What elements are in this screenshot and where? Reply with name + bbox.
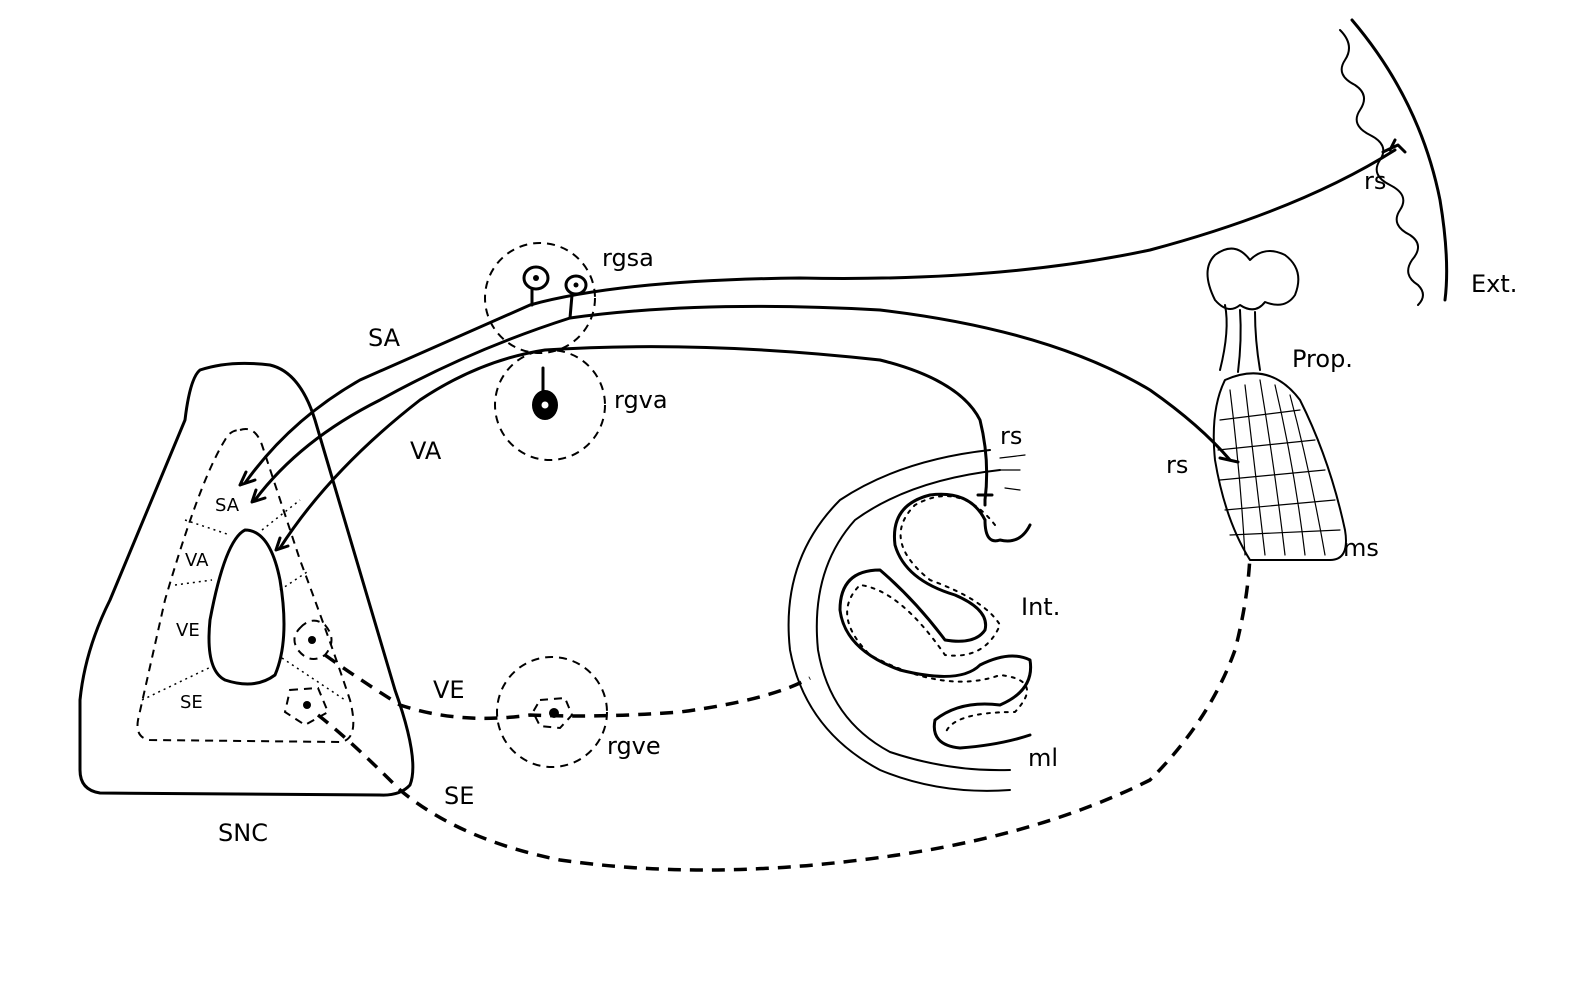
grey-matter-boundary: [136, 428, 355, 744]
visceral-afferent-pathway: [274, 345, 989, 552]
partition-ve-se-right: [281, 657, 346, 701]
label-rgva: rgva: [614, 386, 668, 414]
label-ext: Ext.: [1471, 270, 1517, 298]
skin-surface: [1350, 18, 1449, 302]
proprioceptive-afferent-pathway: [250, 304, 1232, 504]
label-rs-gut: rs: [1000, 422, 1022, 450]
label-sa-outer: SA: [368, 324, 401, 352]
intestinal-mucosa: [838, 492, 1033, 750]
ganglion-rgsa: [484, 242, 596, 354]
label-int: Int.: [1021, 593, 1060, 621]
label-rs-skin: rs: [1364, 167, 1386, 195]
skin-wavy-layer: [1339, 29, 1424, 306]
label-se-inner: SE: [180, 692, 203, 713]
label-rgve: rgve: [607, 732, 661, 760]
intestinal-wall-outer: [787, 449, 1011, 792]
muscle-belly: [1212, 372, 1347, 562]
muscle-head: [1206, 247, 1300, 311]
intestinal-wall-inner: [815, 469, 1011, 772]
labels: SNC SA VA VE SE SA VA VE SE rgsa rgva rg…: [176, 167, 1517, 847]
label-ms: ms: [1343, 534, 1379, 562]
snc-outline: [78, 361, 415, 797]
label-sa-inner: SA: [215, 495, 240, 516]
label-va-inner: VA: [185, 550, 209, 571]
partition-sa-va-right: [261, 499, 301, 531]
ganglion-rgva: [494, 349, 606, 461]
sa-ganglion-cell-1: [522, 265, 550, 307]
label-prop: Prop.: [1292, 345, 1353, 373]
ve-ganglion-cell: [531, 696, 574, 730]
partition-ve-se: [141, 664, 216, 701]
label-se-outer: SE: [444, 782, 474, 810]
central-nervous-system: [78, 361, 415, 797]
label-ve-outer: VE: [433, 676, 465, 704]
label-rgsa: rgsa: [602, 244, 654, 272]
partition-va-ve-right: [279, 569, 311, 591]
partition-sa-va: [184, 519, 231, 536]
central-canal: [207, 528, 286, 686]
label-snc: SNC: [218, 819, 268, 847]
label-ml: ml: [1028, 744, 1058, 772]
somatic-efferent-pathway: [316, 554, 1252, 872]
ganglion-rgve: [496, 656, 608, 768]
partition-va-ve: [174, 579, 213, 586]
visceral-efferent-pathway: [323, 653, 811, 721]
muscle-spindle: [1206, 247, 1347, 562]
ve-motor-neuron: [293, 619, 333, 660]
label-ve-inner: VE: [176, 620, 200, 641]
label-rs-muscle: rs: [1166, 451, 1188, 479]
skin-receptor: [1339, 18, 1449, 306]
se-motor-neuron: [283, 686, 330, 727]
label-va-outer: VA: [410, 437, 442, 465]
intestine: [787, 449, 1033, 792]
somatic-afferent-pathway: [238, 148, 1397, 487]
